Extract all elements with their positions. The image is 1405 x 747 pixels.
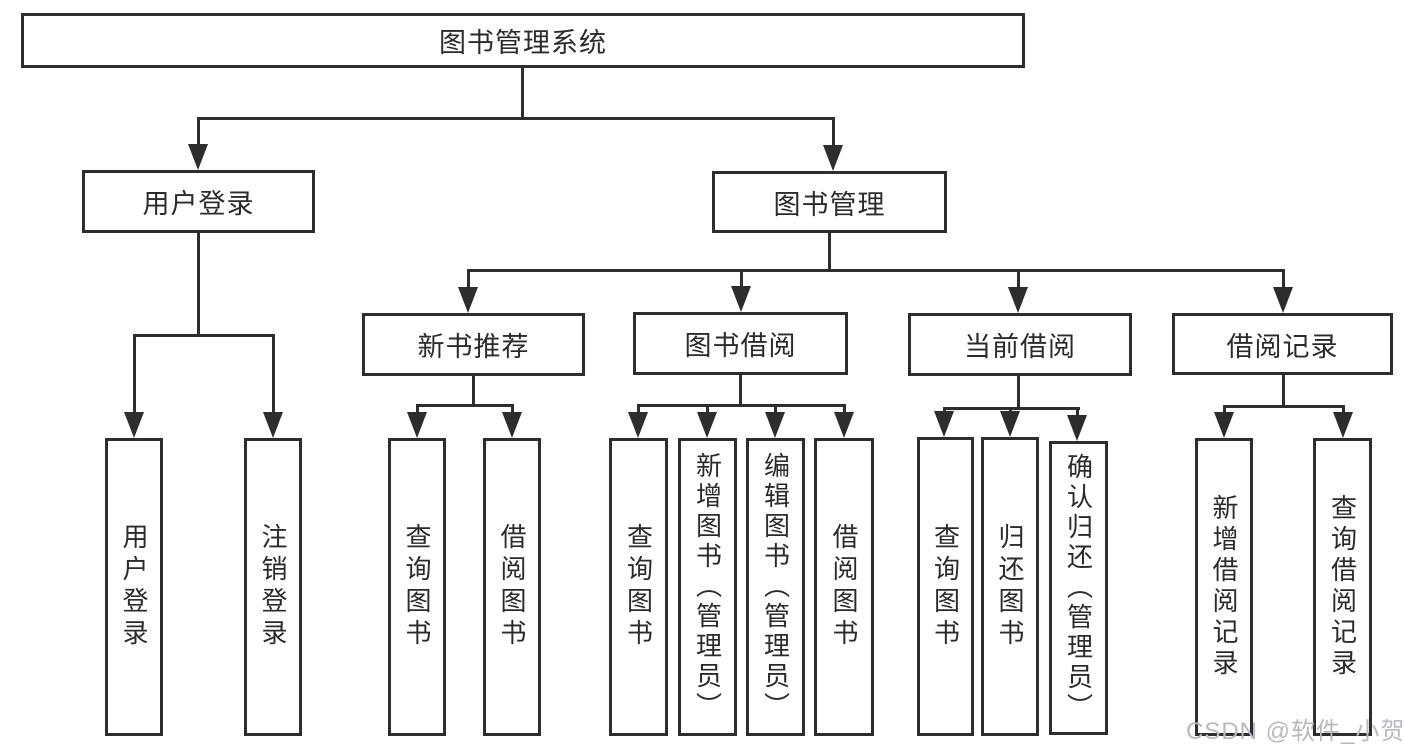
leaf-query-borrow-record: 查询借阅记录: [1313, 438, 1372, 736]
leaf-logout: 注销登录: [244, 438, 302, 736]
connector-current-borrowing-stem: [1017, 374, 1020, 410]
arrow-down-to-query-books-1: [407, 406, 427, 438]
node-new-book-recommendation: 新书推荐: [362, 313, 585, 376]
arrow-down-to-leaf-logout: [263, 336, 283, 438]
leaf-query-books-3: 查询图书: [917, 437, 974, 736]
leaf-add-borrow-record: 新增借阅记录: [1195, 438, 1253, 736]
connector-root-stem: [521, 65, 524, 118]
leaf-query-books-1: 查询图书: [388, 438, 446, 736]
connector-new-book-bar: [416, 404, 514, 407]
arrow-down-to-current-borrowing: [1008, 271, 1028, 313]
connector-new-book-stem: [472, 374, 475, 406]
arrow-down-to-query-books-3: [934, 409, 954, 437]
arrow-down-to-borrow-books-2: [834, 406, 854, 438]
csdn-watermark: CSDN @软件_小贺同学: [1186, 718, 1405, 745]
arrow-down-to-query-books-2: [628, 406, 648, 438]
arrow-down-to-book-management: [823, 118, 843, 171]
arrow-down-to-borrow-books-1: [502, 406, 522, 438]
node-user-login: 用户登录: [82, 170, 315, 233]
connector-current-borrowing-bar: [943, 407, 1080, 410]
connector-book-borrowing-bar: [637, 404, 846, 407]
leaf-borrow-books-2: 借阅图书: [814, 438, 874, 736]
arrow-down-to-return-books: [1000, 409, 1020, 437]
arrow-down-to-book-borrowing: [731, 271, 751, 312]
arrow-down-to-borrowing-records: [1273, 271, 1293, 313]
arrow-down-to-leaf-user-login: [124, 336, 144, 438]
leaf-edit-books-admin: 编辑图书（管理员）: [746, 438, 805, 736]
node-root-book-management-system: 图书管理系统: [21, 13, 1025, 68]
node-borrowing-records: 借阅记录: [1172, 313, 1393, 375]
connector-user-login-bar: [133, 334, 275, 337]
leaf-return-books: 归还图书: [981, 437, 1039, 736]
arrow-down-to-user-login: [188, 118, 208, 170]
connector-borrowing-records-stem: [1282, 373, 1285, 407]
leaf-confirm-return-admin: 确认归还（管理员）: [1049, 441, 1108, 735]
leaf-borrow-books-1: 借阅图书: [483, 438, 541, 736]
arrow-down-to-add-record: [1214, 407, 1234, 438]
arrow-down-to-query-record: [1333, 407, 1353, 438]
connector-root-bar: [197, 117, 835, 120]
node-book-borrowing: 图书借阅: [633, 312, 848, 375]
arrow-down-to-confirm-return: [1067, 409, 1087, 441]
connector-book-mgmt-stem: [828, 231, 831, 271]
connector-user-login-stem: [197, 231, 200, 336]
leaf-add-books-admin: 新增图书（管理员）: [678, 438, 737, 736]
node-current-borrowing: 当前借阅: [908, 313, 1132, 376]
arrow-down-to-new-book: [458, 271, 478, 313]
leaf-query-books-2: 查询图书: [609, 438, 668, 736]
arrow-down-to-edit-books: [765, 406, 785, 438]
connector-book-mgmt-bar: [467, 269, 1285, 272]
leaf-user-login: 用户登录: [105, 438, 163, 736]
connector-borrowing-records-bar: [1223, 405, 1345, 408]
node-book-management: 图书管理: [712, 171, 947, 233]
connector-book-borrowing-stem: [739, 373, 742, 406]
arrow-down-to-add-books: [697, 406, 717, 438]
